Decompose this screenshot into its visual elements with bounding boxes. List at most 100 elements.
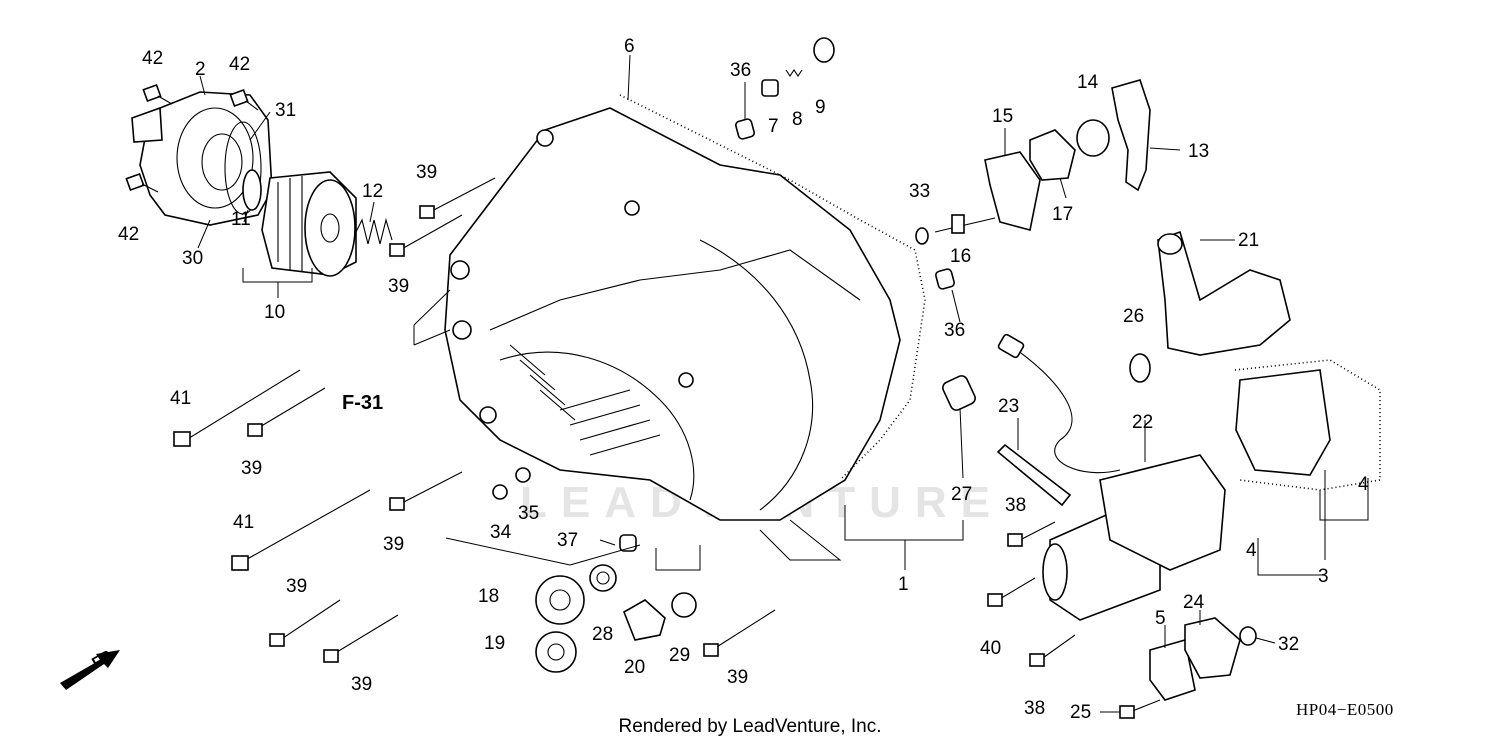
callout-21: 21 <box>1238 230 1259 251</box>
dowel-pin-36-top[interactable] <box>735 118 755 140</box>
plate-20[interactable] <box>623 599 666 641</box>
rod-23[interactable] <box>996 443 1072 507</box>
plug-7[interactable] <box>761 79 779 97</box>
callout-4: 4 <box>1358 474 1369 495</box>
motor-cover-3[interactable] <box>1235 369 1331 476</box>
callout-39: 39 <box>286 576 307 597</box>
callout-38: 38 <box>1005 495 1026 516</box>
callout-9: 9 <box>815 97 826 118</box>
washer-35[interactable] <box>515 467 531 483</box>
callout-39: 39 <box>727 667 748 688</box>
leader-lines <box>197 54 1369 713</box>
bolt-39-upper-left[interactable] <box>247 387 326 437</box>
bolt-41-lower[interactable] <box>231 489 371 571</box>
callout-42: 42 <box>142 48 163 69</box>
callout-38: 38 <box>1024 698 1045 719</box>
callout-14: 14 <box>1077 72 1099 93</box>
washer-11[interactable] <box>242 169 262 211</box>
callout-39: 39 <box>388 276 409 297</box>
reference-label: F-31 <box>342 392 383 414</box>
callout-20: 20 <box>624 657 645 678</box>
bearing-28[interactable] <box>589 564 617 592</box>
needle-bearing-27[interactable] <box>941 374 977 412</box>
callout-34: 34 <box>490 522 512 543</box>
bolt-39-lower-left-1[interactable] <box>269 599 341 647</box>
callout-25: 25 <box>1070 702 1091 723</box>
callout-42: 42 <box>229 54 250 75</box>
arm-13[interactable] <box>1111 79 1151 192</box>
shift-arm-21[interactable] <box>1157 230 1291 356</box>
bolt-39-middle[interactable] <box>389 471 463 511</box>
callout-39: 39 <box>351 674 372 695</box>
washer-33[interactable] <box>915 227 929 245</box>
callout-2: 2 <box>195 59 206 80</box>
callout-28: 28 <box>592 624 613 645</box>
callout-39: 39 <box>383 534 404 555</box>
sensor-5[interactable] <box>1149 638 1196 701</box>
crankcase-cover[interactable] <box>444 107 901 521</box>
spring-8[interactable] <box>785 69 803 77</box>
callout-15: 15 <box>992 106 1013 127</box>
bearing-29[interactable] <box>671 592 697 618</box>
callout-17: 17 <box>1052 204 1073 225</box>
bolt-42-top-left[interactable] <box>142 83 173 105</box>
front-direction-arrow: FR. <box>60 645 120 690</box>
gear-18[interactable] <box>535 575 585 625</box>
callout-33: 33 <box>909 181 930 202</box>
spring-12[interactable] <box>355 217 393 245</box>
callout-1: 1 <box>898 574 909 595</box>
callout-29: 29 <box>669 645 690 666</box>
plate-15[interactable] <box>984 151 1041 231</box>
spring-14[interactable] <box>1076 119 1110 157</box>
washer-26[interactable] <box>1129 353 1151 383</box>
bolt-39-bottom-center[interactable] <box>703 609 776 657</box>
cap-9[interactable] <box>813 37 835 63</box>
pin-16[interactable] <box>934 214 996 234</box>
callout-37: 37 <box>557 530 578 551</box>
callout-39: 39 <box>241 458 262 479</box>
callout-41: 41 <box>170 388 191 409</box>
callout-41: 41 <box>233 512 254 533</box>
callout-32: 32 <box>1278 634 1299 655</box>
dowel-pin-36-right[interactable] <box>935 268 955 290</box>
bolt-38-motor-lower[interactable] <box>1029 634 1076 667</box>
o-ring-31[interactable] <box>224 121 262 215</box>
diagram-code: HP04−E0500 <box>1296 700 1394 719</box>
gear-19[interactable] <box>535 631 577 673</box>
callout-13: 13 <box>1188 141 1209 162</box>
callout-4: 4 <box>1246 540 1257 561</box>
callout-22: 22 <box>1132 412 1153 433</box>
callout-16: 16 <box>950 246 971 267</box>
bolt-39-filter-bottom[interactable] <box>389 214 463 257</box>
nut-34[interactable] <box>492 484 508 500</box>
bolt-39-filter-top[interactable] <box>419 177 496 219</box>
bracket-24[interactable] <box>1184 617 1241 679</box>
callout-3: 3 <box>1318 566 1329 587</box>
callout-40: 40 <box>980 638 1001 659</box>
bolt-42-top-right[interactable] <box>229 88 259 111</box>
o-ring-32[interactable] <box>1239 626 1257 646</box>
callout-18: 18 <box>478 586 499 607</box>
callout-27: 27 <box>951 484 972 505</box>
callout-36: 36 <box>730 60 751 81</box>
pump-cover[interactable] <box>131 91 273 226</box>
bolt-41-upper[interactable] <box>173 369 301 447</box>
motor-sensor-cable[interactable] <box>997 333 1121 474</box>
callout-30: 30 <box>182 248 203 269</box>
bolt-42-bottom[interactable] <box>125 172 159 193</box>
render-credit: Rendered by LeadVenture, Inc. <box>618 716 882 737</box>
cam-17[interactable] <box>1029 129 1076 181</box>
shift-motor[interactable] <box>1042 454 1226 621</box>
bolt-39-lower-left-2[interactable] <box>323 614 399 663</box>
oil-filter[interactable] <box>261 171 357 277</box>
callout-7: 7 <box>768 116 779 137</box>
callout-5: 5 <box>1155 608 1166 629</box>
callout-31: 31 <box>275 100 296 121</box>
callout-19: 19 <box>484 633 505 654</box>
bolt-38-motor-upper[interactable] <box>1007 521 1056 547</box>
bolt-40[interactable] <box>987 577 1036 607</box>
callout-26: 26 <box>1123 306 1144 327</box>
callout-8: 8 <box>792 109 803 130</box>
